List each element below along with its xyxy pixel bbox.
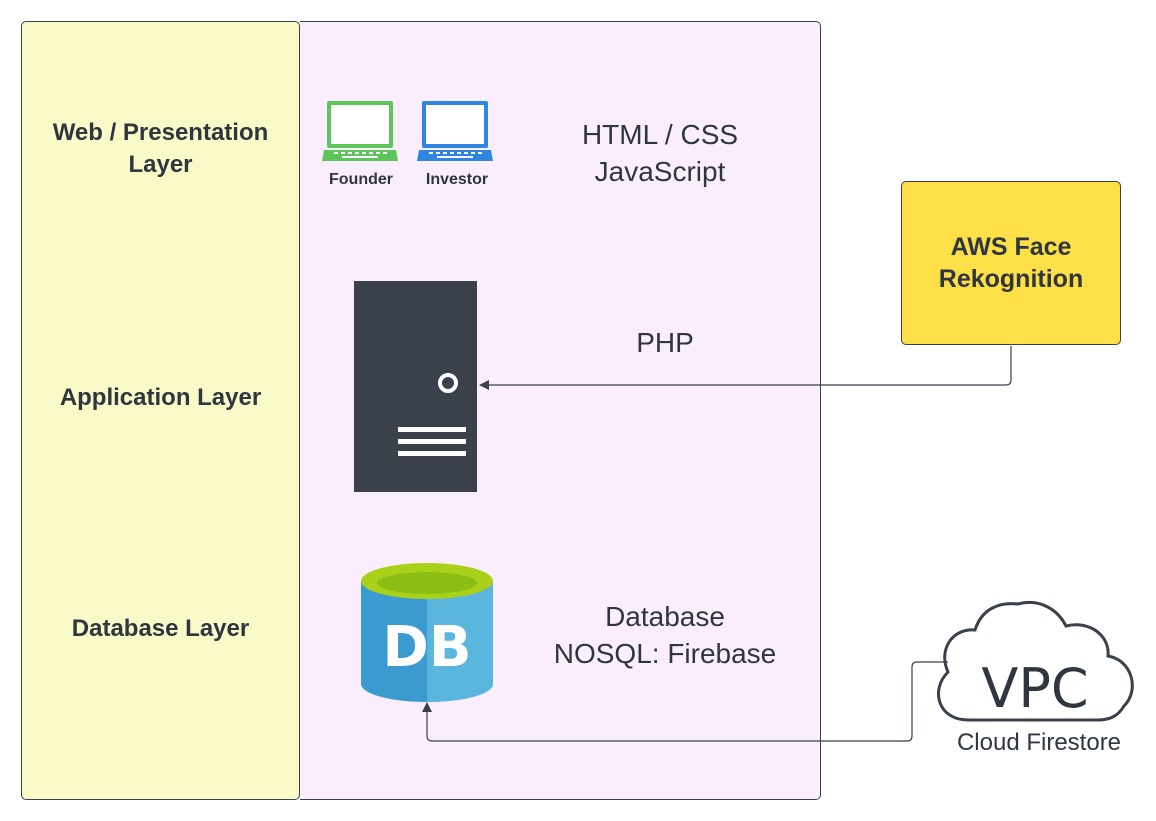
app-tech-label: PHP bbox=[636, 327, 694, 358]
aws-face-rekognition-box: AWS Face Rekognition bbox=[901, 181, 1121, 345]
layers-panel bbox=[21, 21, 300, 800]
application-layer-label: Application Layer bbox=[59, 384, 262, 411]
web-presentation-layer-label: Web / Presentation Layer bbox=[52, 119, 269, 178]
founder-laptop-icon bbox=[322, 101, 398, 161]
aws-to-server-connector bbox=[479, 346, 1012, 390]
investor-label: Investor bbox=[425, 171, 489, 188]
db-tech-line1: Database bbox=[605, 601, 725, 632]
web-tech-line2: JavaScript bbox=[594, 156, 726, 187]
cloud-firestore-label: Cloud Firestore bbox=[956, 729, 1122, 756]
cloud-to-database-connector bbox=[422, 661, 948, 742]
vpc-cloud-icon: VPC bbox=[937, 601, 1134, 722]
founder-label: Founder bbox=[329, 171, 393, 188]
db-tech-line2: NOSQL: Firebase bbox=[553, 638, 777, 669]
vpc-icon-text: VPC bbox=[981, 657, 1088, 720]
database-layer-label: Database Layer bbox=[71, 615, 250, 642]
db-icon-label: DB bbox=[382, 615, 471, 680]
web-tech-line1: HTML / CSS bbox=[581, 119, 739, 150]
database-icon: DB bbox=[361, 563, 493, 702]
server-icon bbox=[354, 281, 477, 492]
investor-laptop-icon bbox=[417, 101, 493, 161]
aws-face-rekognition-label: AWS Face Rekognition bbox=[938, 233, 1084, 293]
